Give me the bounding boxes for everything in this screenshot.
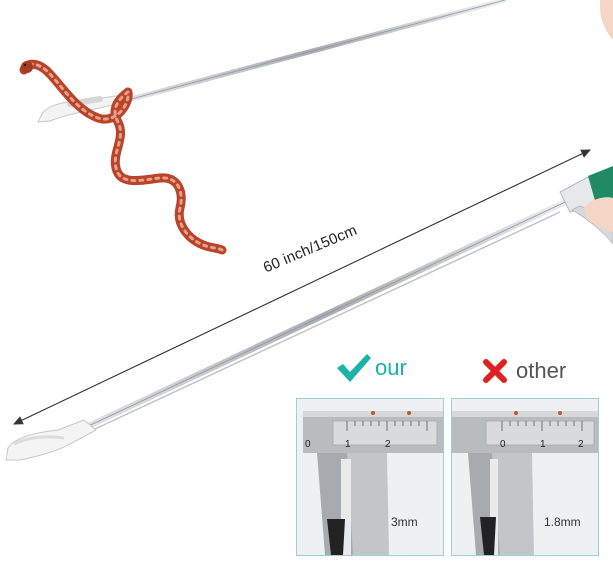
measurement-other: 1.8mm xyxy=(544,515,581,529)
scale-tick-1: 1 xyxy=(345,439,351,450)
length-dimension-arrow xyxy=(13,149,591,425)
caliper-image xyxy=(452,399,598,555)
scale-tick-0: 0 xyxy=(500,439,506,450)
comparison-panel-other: 0 1 2 1.8mm xyxy=(451,398,599,556)
comparison-other-label: other xyxy=(516,358,567,383)
scale-tick-1: 1 xyxy=(540,439,546,450)
comparison-our-header: our xyxy=(335,352,407,384)
caliper-image xyxy=(297,399,443,555)
comparison-panel-our: 0 1 2 3mm xyxy=(296,398,444,556)
checkmark-icon xyxy=(337,354,371,382)
measurement-our: 3mm xyxy=(391,515,418,529)
upper-tongs xyxy=(37,0,508,123)
hand-image xyxy=(584,0,613,232)
scale-tick-2: 2 xyxy=(578,439,584,450)
lower-jaw-icon xyxy=(5,419,97,461)
scale-tick-0: 0 xyxy=(305,439,311,450)
main-tongs xyxy=(5,0,613,461)
comparison-other-header: other xyxy=(482,358,566,384)
comparison-our-label: our xyxy=(375,355,407,380)
cross-icon xyxy=(483,359,507,383)
corn-snake-image xyxy=(19,59,227,255)
scale-tick-2: 2 xyxy=(385,439,391,450)
